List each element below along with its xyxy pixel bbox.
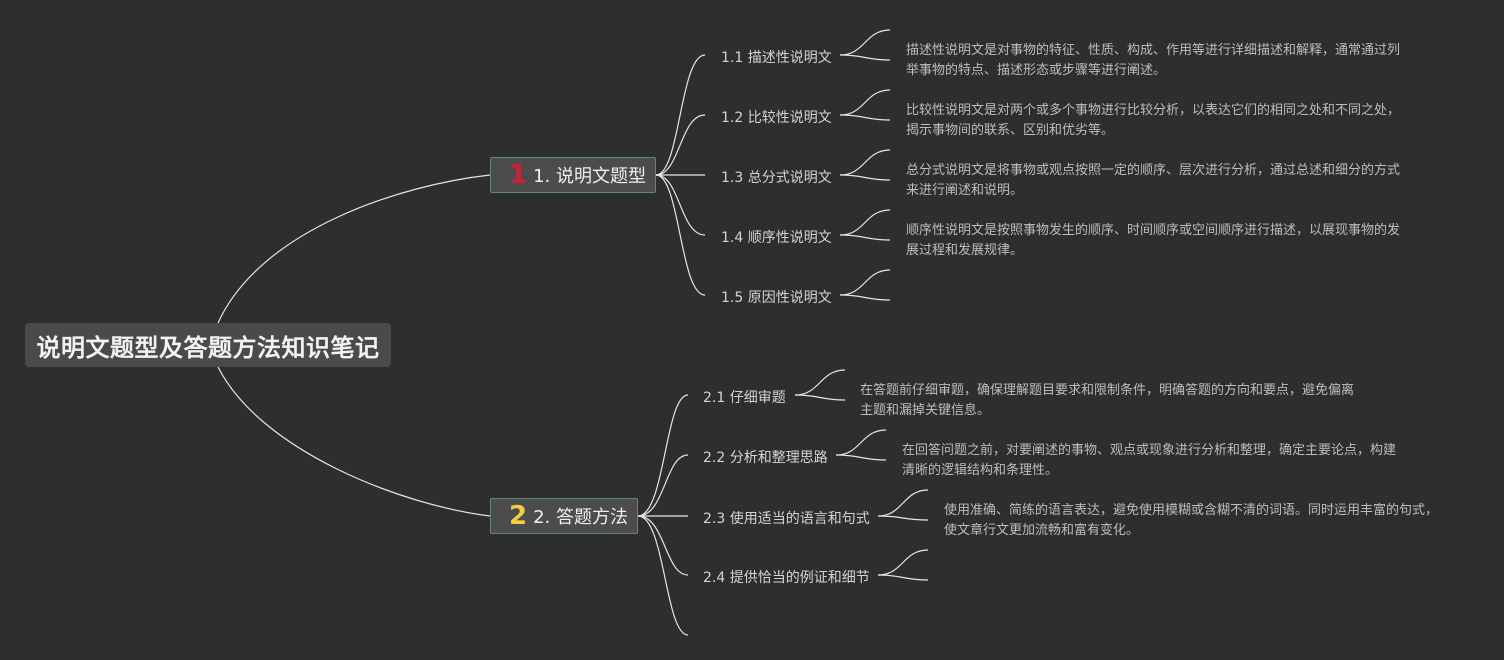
note-read-carefully: 在答题前仔细审题，确保理解题目要求和限制条件，明确答题的方向和要点，避免偏离主题… (860, 383, 1355, 418)
subtopic-descriptive[interactable]: 1.1 描述性说明文 (721, 50, 832, 66)
note-general-specific: 总分式说明文是将事物或观点按照一定的顺序、层次进行分析，通过总述和细分的方式来进… (906, 163, 1401, 198)
link-b1-4-note-b (839, 234, 891, 241)
link-b2-3-note-b (877, 515, 929, 521)
note-analyze-organize: 在回答问题之前，对要阐述的事物、观点或现象进行分析和整理，确定主要论点，构建清晰… (902, 443, 1397, 478)
subtopic-sequential[interactable]: 1.4 顺序性说明文 (721, 230, 832, 246)
note-comparative: 比较性说明文是对两个或多个事物进行比较分析，以表达它们的相同之处和不同之处，揭示… (906, 103, 1401, 138)
link-b1-2-note (839, 89, 891, 116)
link-b1-4-note (839, 209, 891, 236)
link-b2-5 (637, 515, 689, 636)
main-topic-label: 2. 答题方法 (533, 507, 628, 528)
link-b1-5 (655, 174, 706, 296)
link-b1-2 (655, 114, 706, 176)
link-b1-4 (655, 174, 706, 236)
link-b2-4-note-b (877, 574, 929, 581)
link-b1-5-note (839, 269, 891, 296)
subtopic-examples-details[interactable]: 2.4 提供恰当的例证和细节 (703, 570, 870, 586)
main-topic-question-types[interactable]: 1 1. 说明文题型 (490, 157, 656, 193)
subtopic-read-carefully[interactable]: 2.1 仔细审题 (703, 390, 786, 406)
link-b2-4-note (877, 549, 929, 576)
root-topic[interactable]: 说明文题型及答题方法知识笔记 (25, 323, 391, 367)
link-b1-2-note-b (839, 114, 891, 121)
link-b1-3-note-b (839, 174, 891, 181)
subtopic-causal[interactable]: 1.5 原因性说明文 (721, 290, 832, 306)
link-b2-1-note (794, 369, 846, 396)
note-descriptive: 描述性说明文是对事物的特征、性质、构成、作用等进行详细描述和解释，通常通过列举事… (906, 43, 1401, 78)
link-root-branch-1 (217, 174, 491, 324)
link-b1-3-note (839, 149, 891, 176)
subtopic-general-specific[interactable]: 1.3 总分式说明文 (721, 170, 832, 186)
subtopic-analyze-organize[interactable]: 2.2 分析和整理思路 (703, 450, 828, 466)
main-topic-label: 1. 说明文题型 (533, 166, 646, 187)
link-b2-1 (637, 394, 689, 517)
main-topic-answer-methods[interactable]: 2 2. 答题方法 (490, 498, 638, 534)
link-b2-2-note-b (835, 454, 887, 461)
note-sequential: 顺序性说明文是按照事物发生的顺序、时间顺序或空间顺序进行描述，以展现事物的发展过… (906, 223, 1401, 258)
note-language-sentences: 使用准确、简练的语言表达，避免使用模糊或含糊不清的词语。同时运用丰富的句式，使文… (944, 503, 1439, 538)
link-b2-2 (637, 454, 689, 517)
link-b1-5-note-b (839, 294, 891, 301)
link-root-branch-2 (217, 366, 491, 517)
link-b1-1-note-b (839, 54, 891, 61)
link-b1-1-note (839, 29, 891, 56)
link-b2-1-note-b (794, 394, 846, 401)
priority-2-icon: 2 (509, 501, 528, 531)
priority-1-icon: 1 (509, 160, 528, 190)
subtopic-language-sentences[interactable]: 2.3 使用适当的语言和句式 (703, 511, 870, 527)
subtopic-comparative[interactable]: 1.2 比较性说明文 (721, 110, 832, 126)
link-b1-1 (655, 54, 706, 176)
link-b2-3-note (877, 489, 929, 517)
link-b2-4 (637, 515, 689, 576)
link-b2-2-note (835, 429, 887, 456)
